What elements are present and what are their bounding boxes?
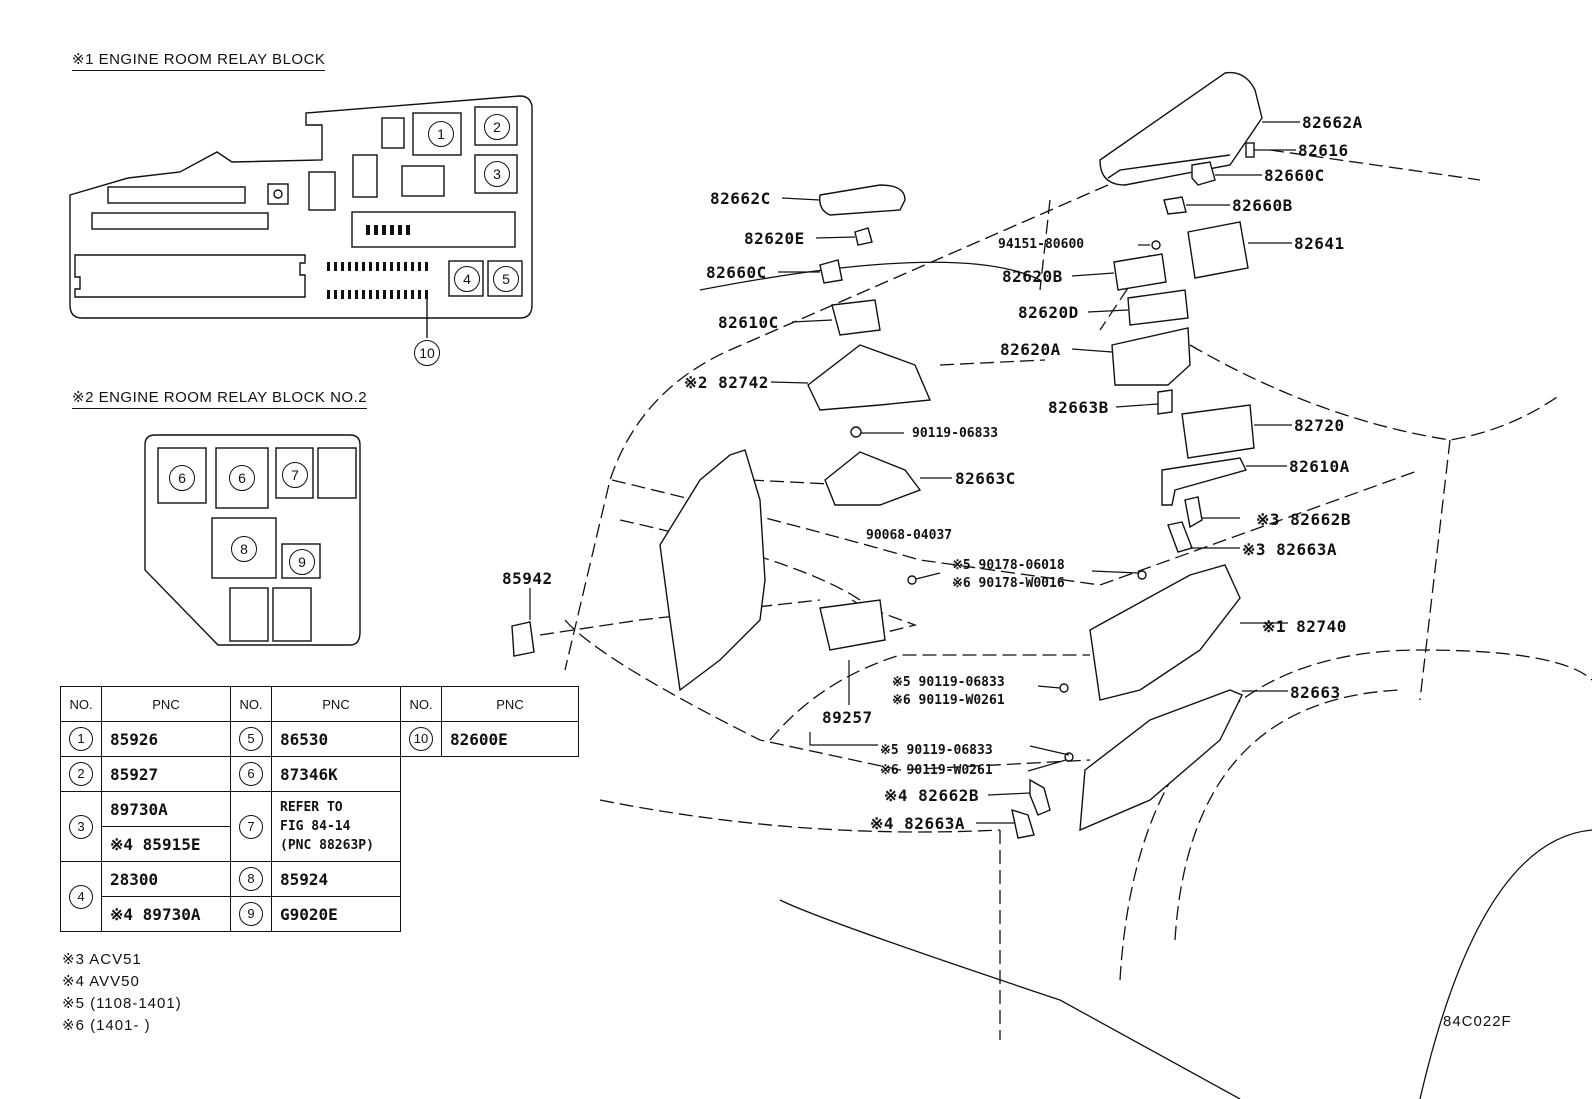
table-header-row: NO. PNC NO. PNC NO. PNC bbox=[60, 686, 579, 722]
pnc-cell-line: FIG 84-14 bbox=[280, 819, 351, 834]
pnc-cell: 89730A bbox=[101, 791, 231, 827]
callout-6b: 6 bbox=[229, 465, 255, 491]
row-number: 6 bbox=[239, 762, 263, 786]
pnc-cell: G9020E bbox=[271, 896, 401, 932]
hood-outline bbox=[564, 184, 1109, 671]
callout-1: 1 bbox=[428, 121, 454, 147]
callout-10: 10 bbox=[414, 340, 440, 366]
callout-2: 2 bbox=[484, 114, 510, 140]
label-90178-W0016[interactable]: ※6 90178-W0016 bbox=[952, 576, 1065, 591]
callout-6a: 6 bbox=[169, 465, 195, 491]
pnc-cell: 86530 bbox=[271, 721, 401, 757]
relay-block-2-title: ※2 ENGINE ROOM RELAY BLOCK NO.2 bbox=[72, 388, 368, 409]
row-number: 5 bbox=[239, 727, 263, 751]
relay-block-1-outline bbox=[69, 95, 533, 319]
label-82663B[interactable]: 82663B bbox=[1048, 398, 1109, 417]
note-2: ※4 AVV50 bbox=[62, 973, 140, 990]
callout-8: 8 bbox=[231, 536, 257, 562]
pnc-cell: 85924 bbox=[271, 861, 401, 897]
label-85942[interactable]: 85942 bbox=[502, 569, 553, 588]
pnc-cell: 28300 bbox=[101, 861, 231, 897]
hdr-no: NO. bbox=[60, 686, 102, 722]
label-82660B[interactable]: 82660B bbox=[1232, 196, 1293, 215]
pnc-cell: 82600E bbox=[441, 721, 579, 757]
label-82663A-acv51[interactable]: ※3 82663A bbox=[1242, 540, 1337, 559]
part-washer-tank bbox=[659, 449, 766, 692]
label-90178-06018[interactable]: ※5 90178-06018 bbox=[952, 558, 1065, 573]
wheel-arch bbox=[1119, 649, 1592, 981]
label-82660C-right[interactable]: 82660C bbox=[1264, 166, 1325, 185]
row-number: 4 bbox=[69, 884, 93, 909]
callout-4: 4 bbox=[454, 266, 480, 292]
label-89257[interactable]: 89257 bbox=[822, 708, 873, 727]
label-82620D[interactable]: 82620D bbox=[1018, 303, 1079, 322]
label-82662C[interactable]: 82662C bbox=[710, 189, 771, 208]
callout-3: 3 bbox=[484, 161, 510, 187]
table-row: 4 28300 8 85924 bbox=[60, 861, 579, 932]
table-row: ※4 85915E bbox=[61, 826, 579, 862]
label-82610C[interactable]: 82610C bbox=[718, 313, 779, 332]
row-number: 1 bbox=[69, 727, 93, 751]
label-82616[interactable]: 82616 bbox=[1298, 141, 1349, 160]
note-4: ※6 (1401- ) bbox=[62, 1017, 151, 1034]
pnc-cell: 85927 bbox=[101, 756, 231, 792]
table-row: 3 89730A 7 REFER TO FIG 84-14 (PNC 88263… bbox=[60, 791, 579, 862]
note-3: ※5 (1108-1401) bbox=[62, 995, 182, 1012]
label-82641[interactable]: 82641 bbox=[1294, 234, 1345, 253]
hdr-pnc: PNC bbox=[441, 686, 579, 722]
pnc-cell: 85926 bbox=[101, 721, 231, 757]
table-row: ※4 89730A 9 G9020E bbox=[61, 896, 579, 932]
pnc-cell: 87346K bbox=[271, 756, 401, 792]
row-number: 8 bbox=[239, 867, 263, 891]
label-82720[interactable]: 82720 bbox=[1294, 416, 1345, 435]
pnc-table: NO. PNC NO. PNC NO. PNC 1 85926 5 86530 … bbox=[60, 686, 579, 932]
hdr-pnc: PNC bbox=[101, 686, 231, 722]
row-number: 2 bbox=[69, 762, 93, 786]
table-row: 1 85926 5 86530 10 82600E bbox=[60, 721, 579, 757]
callout-9: 9 bbox=[289, 549, 315, 575]
row-number: 9 bbox=[239, 902, 263, 926]
pnc-cell: ※4 89730A bbox=[101, 896, 231, 932]
label-82610A[interactable]: 82610A bbox=[1289, 457, 1350, 476]
label-90119-06833[interactable]: 90119-06833 bbox=[912, 426, 999, 441]
pnc-cell-line: (PNC 88263P) bbox=[280, 838, 374, 853]
row-number: 7 bbox=[239, 814, 263, 839]
label-82740[interactable]: ※1 82740 bbox=[1262, 617, 1347, 636]
label-90068-04037[interactable]: 90068-04037 bbox=[866, 528, 953, 543]
callout-5: 5 bbox=[493, 266, 519, 292]
label-82663C[interactable]: 82663C bbox=[955, 469, 1016, 488]
hdr-pnc: PNC bbox=[271, 686, 401, 722]
label-82662A[interactable]: 82662A bbox=[1302, 113, 1363, 132]
label-82663A-avv50[interactable]: ※4 82663A bbox=[870, 814, 965, 833]
hdr-no: NO. bbox=[400, 686, 442, 722]
label-90119-06833-s5b[interactable]: ※5 90119-06833 bbox=[880, 743, 993, 758]
label-94151-80600[interactable]: 94151-80600 bbox=[998, 237, 1085, 252]
label-82620B[interactable]: 82620B bbox=[1002, 267, 1063, 286]
label-82660C-left[interactable]: 82660C bbox=[706, 263, 767, 282]
hdr-no: NO. bbox=[230, 686, 272, 722]
row-number: 3 bbox=[69, 814, 93, 839]
relay-block-1-title: ※1 ENGINE ROOM RELAY BLOCK bbox=[72, 50, 326, 71]
label-82662B-avv50[interactable]: ※4 82662B bbox=[884, 786, 979, 805]
label-82620A[interactable]: 82620A bbox=[1000, 340, 1061, 359]
callout-7: 7 bbox=[282, 462, 308, 488]
pnc-cell-line: REFER TO bbox=[280, 800, 343, 815]
label-82662B-acv51[interactable]: ※3 82662B bbox=[1256, 510, 1351, 529]
label-82620E[interactable]: 82620E bbox=[744, 229, 805, 248]
part-82662A-cover bbox=[1099, 71, 1263, 186]
relay-block-2-outline bbox=[144, 434, 361, 646]
label-90119-06833-s5a[interactable]: ※5 90119-06833 bbox=[892, 675, 1005, 690]
note-1: ※3 ACV51 bbox=[62, 951, 142, 968]
label-82742[interactable]: ※2 82742 bbox=[684, 373, 769, 392]
pnc-cell: ※4 85915E bbox=[101, 826, 231, 862]
table-row: 2 85927 6 87346K bbox=[60, 756, 579, 792]
label-90119-W0261-s6a[interactable]: ※6 90119-W0261 bbox=[892, 693, 1005, 708]
row-number: 10 bbox=[409, 727, 433, 751]
label-90119-W0261-s6b[interactable]: ※6 90119-W0261 bbox=[880, 763, 993, 778]
label-82663[interactable]: 82663 bbox=[1290, 683, 1341, 702]
figure-code: 84C022F bbox=[1443, 1013, 1512, 1030]
